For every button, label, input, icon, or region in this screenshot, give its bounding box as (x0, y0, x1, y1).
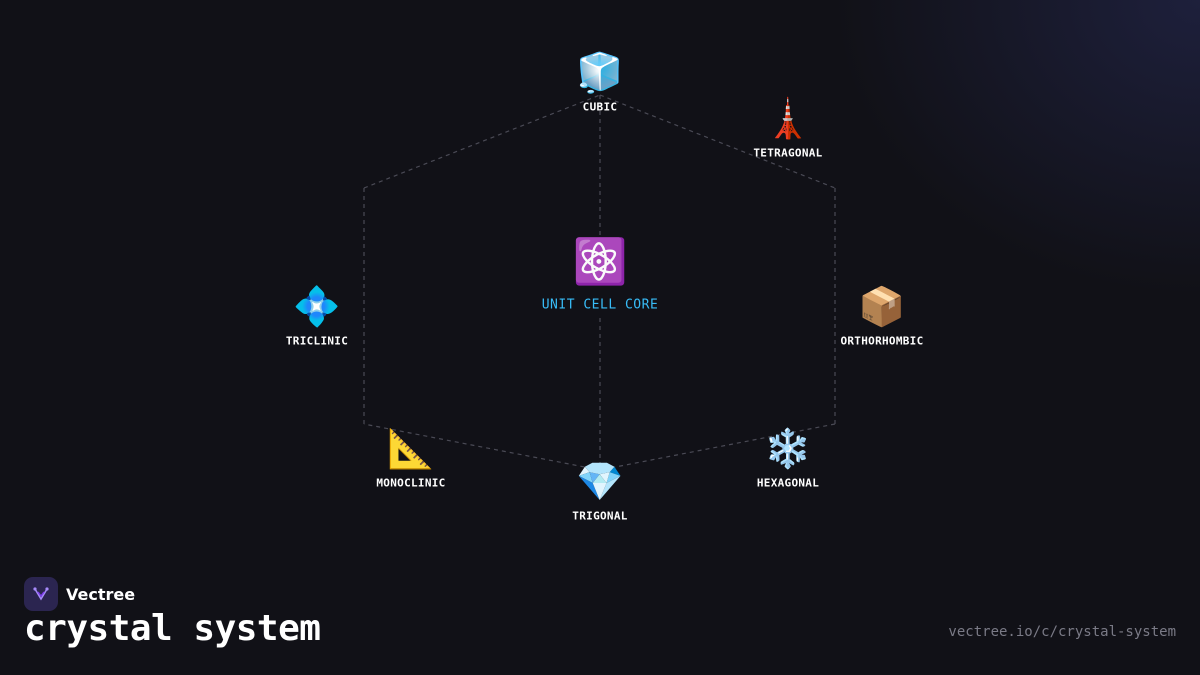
node-label: TETRAGONAL (753, 146, 823, 160)
page-url[interactable]: vectree.io/c/crystal-system (948, 624, 1176, 640)
brand[interactable]: Vectree (24, 577, 135, 611)
node-triclinic[interactable]: 💠 TRICLINIC (286, 285, 348, 348)
edge-hexagonal-trigonal (363, 423, 601, 471)
node-label: CUBIC (582, 100, 618, 114)
ice-cube-icon: 🧊 (576, 50, 624, 95)
node-label: ORTHORHOMBIC (840, 334, 924, 348)
node-cubic[interactable]: 🧊 CUBIC (576, 51, 623, 114)
snowflake-icon: ❄️ (764, 426, 812, 471)
page-title: crystal system (24, 608, 321, 649)
node-tetragonal[interactable]: 🗼 TETRAGONAL (753, 97, 822, 160)
package-icon: 📦 (858, 284, 906, 329)
brand-name: Vectree (66, 584, 136, 604)
atom-icon: ⚛️ (572, 236, 628, 288)
node-label: TRICLINIC (285, 334, 349, 348)
gem-icon: 💎 (576, 459, 624, 504)
node-unit-cell-core[interactable]: ⚛️ UNIT CELL CORE (541, 236, 659, 313)
vectree-logo-icon (24, 577, 58, 611)
node-trigonal[interactable]: 💎 TRIGONAL (572, 460, 627, 523)
node-label: HEXAGONAL (756, 476, 820, 490)
triangular-ruler-icon: 📐 (387, 426, 435, 471)
node-label: TRIGONAL (572, 509, 628, 523)
tower-icon: 🗼 (764, 96, 812, 141)
node-monoclinic[interactable]: 📐 MONOCLINIC (376, 427, 445, 490)
edge-cubic-tetragonal (599, 94, 836, 189)
node-label: MONOCLINIC (376, 476, 446, 490)
diamond-dot-icon: 💠 (293, 284, 341, 329)
node-orthorhombic[interactable]: 📦 ORTHORHOMBIC (840, 285, 923, 348)
node-label: UNIT CELL CORE (541, 297, 659, 313)
edge-triclinic-cubic (363, 94, 601, 189)
node-hexagonal[interactable]: ❄️ HEXAGONAL (757, 427, 819, 490)
